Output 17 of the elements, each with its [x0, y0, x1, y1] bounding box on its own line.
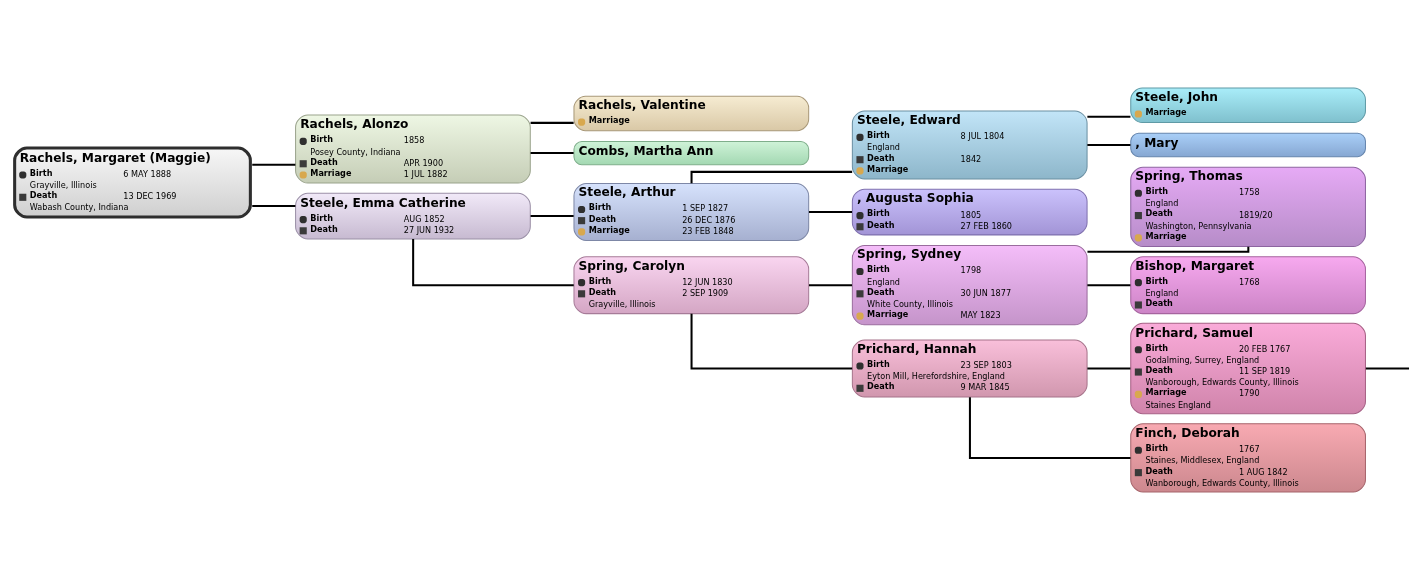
connector — [1086, 283, 1130, 286]
connector — [251, 163, 295, 166]
connector — [411, 238, 574, 286]
connector — [968, 396, 1131, 459]
connector — [1086, 366, 1130, 369]
connector — [690, 170, 852, 183]
connector — [808, 210, 852, 213]
connector — [808, 283, 852, 286]
connector — [1365, 366, 1409, 369]
connector — [1086, 143, 1130, 146]
connector — [1086, 115, 1130, 118]
connector — [530, 214, 574, 217]
connector — [251, 204, 295, 207]
connector — [530, 121, 574, 124]
connector — [530, 151, 574, 154]
connector — [1086, 246, 1249, 253]
connector — [690, 313, 852, 369]
